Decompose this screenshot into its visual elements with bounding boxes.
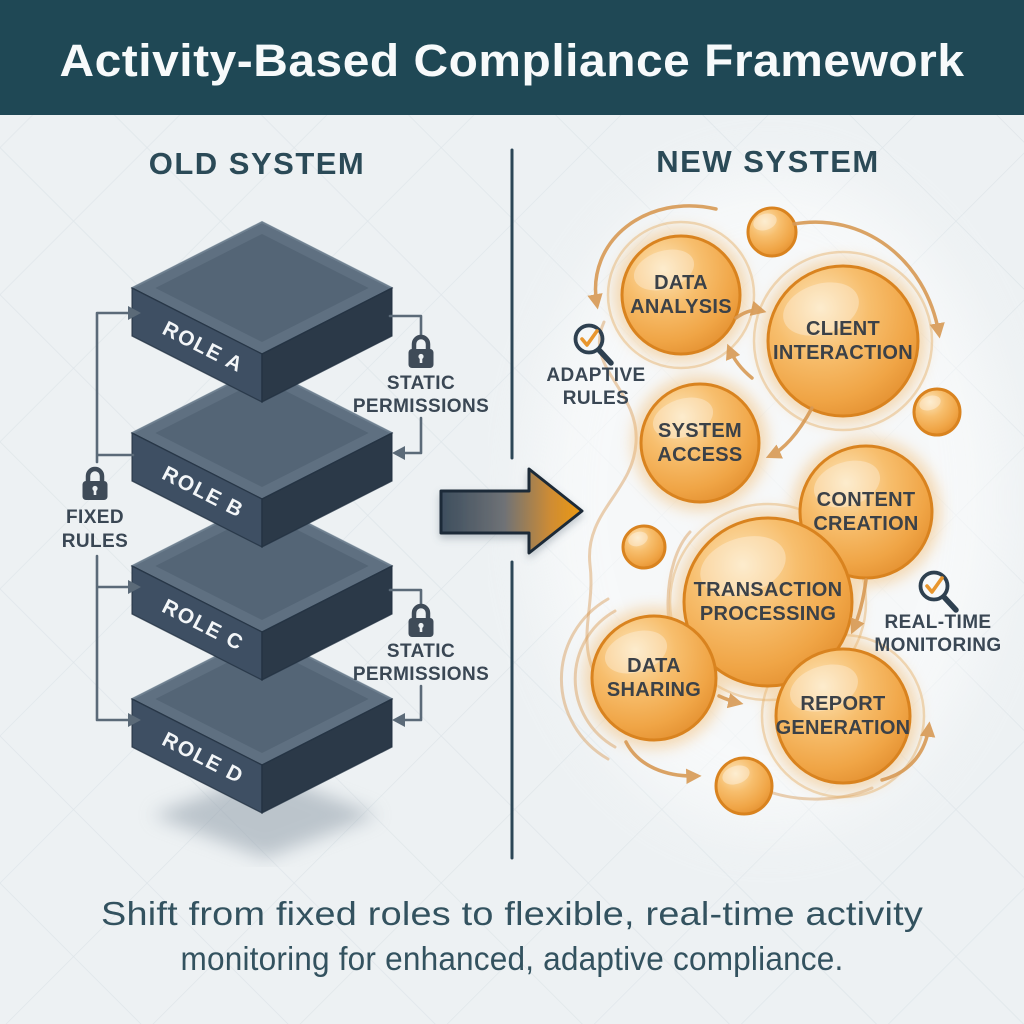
static-permissions-lower-line2: PERMISSIONS <box>353 664 489 685</box>
old-system-panel: ROLE D ROLE C ROLE B ROLE A <box>62 220 489 858</box>
bubble-label: DATA <box>627 655 681 677</box>
real-time-monitoring-annotation: REAL-TIME MONITORING <box>874 570 1001 656</box>
adaptive-rules-label-line1: ADAPTIVE <box>546 365 645 386</box>
static-permissions-bracket-upper: STATIC PERMISSIONS <box>353 314 489 460</box>
static-permissions-upper-line1: STATIC <box>387 373 455 394</box>
lock-icon <box>408 603 434 637</box>
role-block-c: ROLE C <box>130 498 394 682</box>
activity-bubble-content-creation: CONTENT CREATION <box>798 444 934 580</box>
bubble-label: INTERACTION <box>773 342 913 364</box>
caption-line1: Shift from fixed roles to flexible, real… <box>101 895 923 932</box>
lock-icon <box>408 334 434 368</box>
fixed-rules-label-line2: RULES <box>62 531 128 552</box>
caption-line2: monitoring for enhanced, adaptive compli… <box>181 940 844 977</box>
satellite-bubbles <box>621 206 962 816</box>
role-block-a: ROLE A <box>130 220 394 404</box>
static-permissions-lower-line1: STATIC <box>387 641 455 662</box>
transition-arrow <box>439 467 584 555</box>
role-block-b: ROLE B <box>130 365 394 549</box>
activity-bubble-report-generation: REPORT GENERATION <box>774 647 912 785</box>
new-system-panel: DATA ANALYSIS CLIENT INTERACTION SYSTEM … <box>546 204 1001 816</box>
activity-bubble-system-access: SYSTEM ACCESS <box>639 382 761 504</box>
bubble-label: CREATION <box>813 513 918 535</box>
flow-arrows <box>587 204 945 785</box>
magnifier-check-icon <box>918 570 959 613</box>
bubble-label: REPORT <box>800 693 885 715</box>
activity-bubble-data-analysis: DATA ANALYSIS <box>620 234 742 356</box>
caption: Shift from fixed roles to flexible, real… <box>101 895 923 977</box>
static-permissions-upper-line2: PERMISSIONS <box>353 396 489 417</box>
header-band <box>0 0 1024 115</box>
fixed-rules-bracket: FIXED RULES <box>62 306 141 727</box>
bubble-label: PROCESSING <box>700 603 836 625</box>
new-system-heading: NEW SYSTEM <box>656 144 879 179</box>
bubble-label: GENERATION <box>776 717 911 739</box>
page-title: Activity-Based Compliance Framework <box>60 35 966 86</box>
bubble-label: SHARING <box>607 679 701 701</box>
adaptive-rules-label-line2: RULES <box>563 388 629 409</box>
bubble-label: CONTENT <box>817 489 916 511</box>
activity-bubble-transaction-processing: TRANSACTION PROCESSING <box>682 516 854 688</box>
bubble-label: ANALYSIS <box>630 296 732 318</box>
old-system-heading: OLD SYSTEM <box>149 146 366 181</box>
bubble-label: ACCESS <box>657 444 742 466</box>
static-permissions-bracket-lower: STATIC PERMISSIONS <box>353 588 489 727</box>
adaptive-rules-annotation: ADAPTIVE RULES <box>546 323 645 409</box>
fixed-rules-label-line1: FIXED <box>66 507 124 528</box>
bubble-label: CLIENT <box>806 318 880 340</box>
real-time-monitoring-label-line2: MONITORING <box>874 635 1001 656</box>
bubble-label: SYSTEM <box>658 420 742 442</box>
bubble-label: TRANSACTION <box>694 579 843 601</box>
stack-shadow <box>152 772 378 858</box>
real-time-monitoring-label-line1: REAL-TIME <box>884 612 991 633</box>
activity-bubble-data-sharing: DATA SHARING <box>590 614 718 742</box>
magnifier-check-icon <box>573 323 614 366</box>
lock-icon <box>82 466 108 500</box>
activity-bubble-client-interaction: CLIENT INTERACTION <box>766 264 920 418</box>
bubble-label: DATA <box>654 272 708 294</box>
